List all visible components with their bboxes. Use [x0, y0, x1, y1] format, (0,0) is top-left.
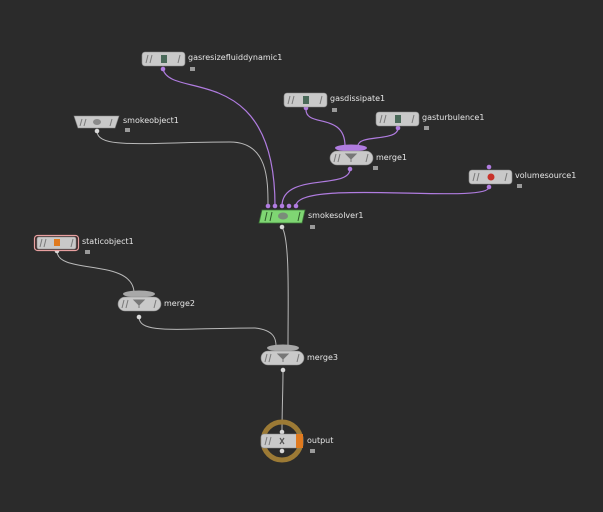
node-label-output: output	[307, 436, 334, 445]
lock-icons	[85, 67, 522, 453]
wire-staticobject-to-merge2[interactable]	[56, 250, 135, 293]
gas-icon	[303, 96, 309, 104]
node-volumesource1[interactable]	[468, 169, 513, 185]
gas-icon	[161, 55, 167, 63]
merge-icon	[132, 299, 146, 308]
node-merge2[interactable]	[117, 290, 162, 312]
wire-smokeobject-to-solver[interactable]	[96, 130, 269, 207]
wire-solver-to-merge3[interactable]	[281, 226, 289, 347]
output-icon	[279, 437, 285, 445]
smoke-icon	[93, 119, 101, 125]
merge-icon	[276, 353, 290, 362]
wire-merge1-to-solver[interactable]	[281, 168, 351, 207]
node-label-gasresizefluiddynamic1: gasresizefluiddynamic1	[188, 53, 283, 62]
node-label-volumesource1: volumesource1	[515, 171, 577, 180]
node-label-merge3: merge3	[307, 353, 338, 362]
node-smokesolver1[interactable]	[258, 209, 306, 224]
wire-merge3-to-output[interactable]	[281, 369, 284, 433]
wire-merge2-to-merge3[interactable]	[138, 316, 277, 347]
node-label-smokeobject1: smokeobject1	[123, 116, 179, 125]
wire-volumesource-to-solver[interactable]	[295, 186, 490, 207]
node-merge1[interactable]	[329, 144, 374, 166]
gas-icon	[395, 115, 401, 123]
node-gasdissipate1[interactable]	[283, 92, 328, 108]
node-label-smokesolver1: smokesolver1	[308, 211, 364, 220]
node-label-merge1: merge1	[376, 153, 407, 162]
merge-icon	[344, 153, 358, 162]
solver-icon	[278, 212, 288, 220]
wire-gasresize-to-solver[interactable]	[162, 68, 276, 207]
static-icon	[54, 239, 60, 246]
node-label-staticobject1: staticobject1	[82, 237, 134, 246]
node-label-merge2: merge2	[164, 299, 195, 308]
connector-dots	[54, 66, 492, 454]
node-output[interactable]	[260, 419, 304, 463]
node-label-gasturbulence1: gasturbulence1	[422, 113, 485, 122]
node-smokeobject1[interactable]	[73, 115, 120, 129]
node-staticobject1[interactable]	[33, 234, 80, 252]
wire-gasdissipate-to-merge1[interactable]	[305, 108, 346, 147]
node-gasresizefluiddynamic1[interactable]	[141, 51, 186, 67]
source-icon	[487, 173, 495, 181]
node-label-gasdissipate1: gasdissipate1	[330, 94, 386, 103]
node-merge3[interactable]	[260, 344, 305, 366]
wire-gasturbulence-to-merge1[interactable]	[357, 127, 399, 147]
node-gasturbulence1[interactable]	[375, 111, 420, 127]
